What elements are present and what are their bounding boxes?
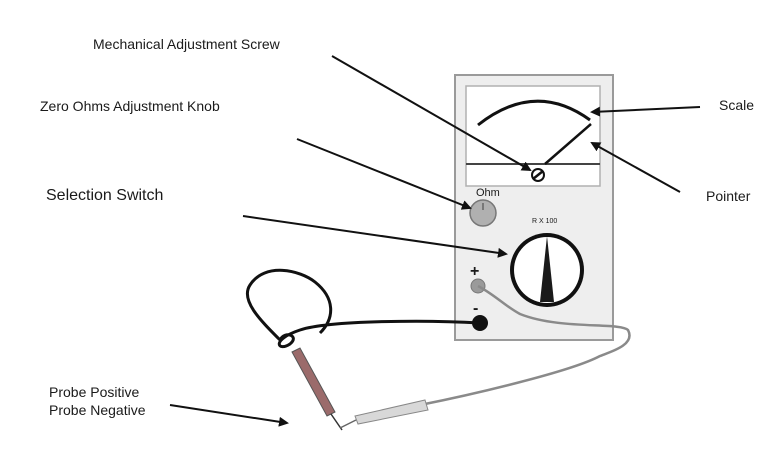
arrow-pointer	[590, 142, 681, 193]
probe-negative[interactable]	[339, 399, 429, 429]
black-test-lead	[245, 268, 481, 349]
mechanical-adjustment-screw[interactable]	[531, 168, 545, 182]
label-probe-negative: Probe Negative	[49, 402, 146, 418]
zero-ohms-adjustment-knob[interactable]	[469, 199, 497, 227]
range-label: R X 100	[532, 218, 557, 225]
arrow-mechanical-screw	[331, 55, 532, 171]
label-scale: Scale	[719, 97, 754, 113]
arrow-zero-ohms-knob	[296, 138, 472, 210]
grey-test-lead	[419, 284, 631, 407]
arrow-scale	[590, 106, 701, 117]
scale-arc	[477, 99, 591, 127]
arrow-probes	[169, 404, 289, 427]
label-selection-switch: Selection Switch	[46, 187, 163, 204]
arrow-selection-switch	[242, 215, 508, 258]
label-zero-ohms-adjustment-knob: Zero Ohms Adjustment Knob	[40, 98, 220, 114]
label-pointer: Pointer	[706, 188, 751, 204]
label-probe-positive: Probe Positive	[49, 384, 139, 400]
probe-positive[interactable]	[291, 347, 343, 431]
minus-terminal-label: -	[473, 300, 478, 317]
plus-terminal-label: +	[470, 263, 479, 280]
label-mechanical-adjustment-screw: Mechanical Adjustment Screw	[93, 36, 281, 52]
pointer-needle	[544, 123, 592, 165]
selection-switch[interactable]	[510, 233, 584, 307]
knob-ohm-label: Ohm	[476, 187, 500, 199]
